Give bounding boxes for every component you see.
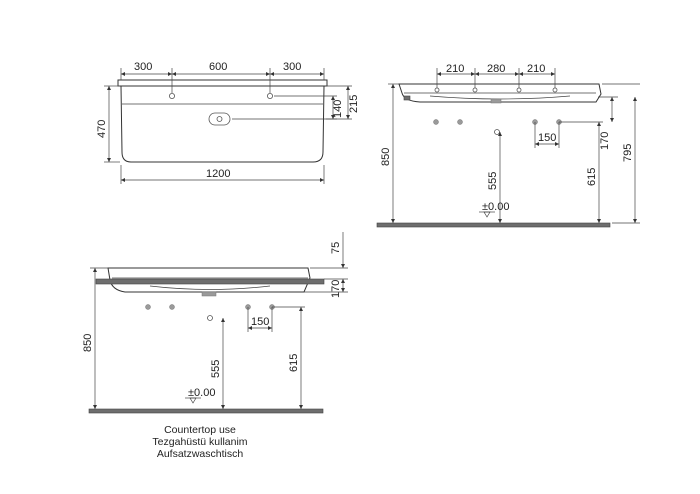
- top-view: 300 600 300 1200 470 140 215: [96, 61, 360, 184]
- side-view: 210 280 210 850 555 150 615 170 795 ±0.0…: [376, 63, 640, 228]
- counter-waste: [207, 315, 213, 321]
- dim-counter-valve: 615: [288, 354, 300, 372]
- tap-hole-right: [266, 93, 273, 100]
- dim-tap-middle: 280: [487, 63, 505, 75]
- dim-tap-left: 210: [446, 63, 464, 75]
- dim-tap-right: 210: [527, 63, 545, 75]
- dim-counter-height: 850: [82, 334, 94, 352]
- dim-counter-bowl: 170: [330, 280, 342, 298]
- caption: Countertop use Tezgahüstü kullanim Aufsa…: [120, 424, 280, 460]
- drain-center: [216, 116, 223, 122]
- dim-side-valve: 615: [586, 168, 598, 186]
- dim-counter-slab: 75: [330, 242, 342, 254]
- side-waste: [494, 129, 500, 135]
- dim-top-right: 300: [283, 61, 301, 73]
- side-valve-2: [457, 119, 463, 125]
- dim-counter-waste: 555: [210, 360, 222, 378]
- basin-side-outline: [398, 83, 602, 103]
- dim-counter-valve-spacing: 150: [251, 316, 269, 328]
- dim-top-middle: 600: [209, 61, 227, 73]
- dim-side-bowl: 170: [599, 132, 611, 150]
- dim-depth: 470: [96, 120, 108, 138]
- dim-side-valve-spacing: 150: [538, 132, 556, 144]
- side-floor-level: ±0.00: [482, 201, 509, 213]
- basin-bowl-outline: [120, 85, 325, 163]
- side-slab: [403, 95, 411, 101]
- caption-line-de: Aufsatzwaschtisch: [156, 448, 244, 460]
- side-drain: [490, 98, 502, 104]
- dim-side-height: 850: [380, 148, 392, 166]
- counter-valve-1: [145, 304, 151, 310]
- basin-top-outline: [117, 79, 328, 87]
- counter-slab: [95, 278, 325, 285]
- counter-valve-2: [169, 304, 175, 310]
- counter-floor: [88, 408, 324, 414]
- counter-drain: [201, 291, 217, 297]
- dim-rear: 215: [348, 95, 360, 113]
- side-valve-1: [433, 119, 439, 125]
- dim-side-waste: 555: [487, 172, 499, 190]
- dim-hole-offset: 140: [332, 100, 344, 118]
- tap-hole-left: [168, 93, 175, 100]
- dim-width: 1200: [206, 168, 230, 180]
- caption-line-tr: Tezgahüstü kullanim: [152, 436, 248, 448]
- counter-floor-level: ±0.00: [188, 387, 215, 399]
- caption-line-en: Countertop use: [164, 424, 236, 436]
- dim-side-total: 795: [622, 144, 634, 162]
- countertop-view: 850 555 150 615 75 170 ±0.00: [82, 232, 348, 414]
- side-floor: [376, 222, 611, 228]
- dim-top-left: 300: [134, 61, 152, 73]
